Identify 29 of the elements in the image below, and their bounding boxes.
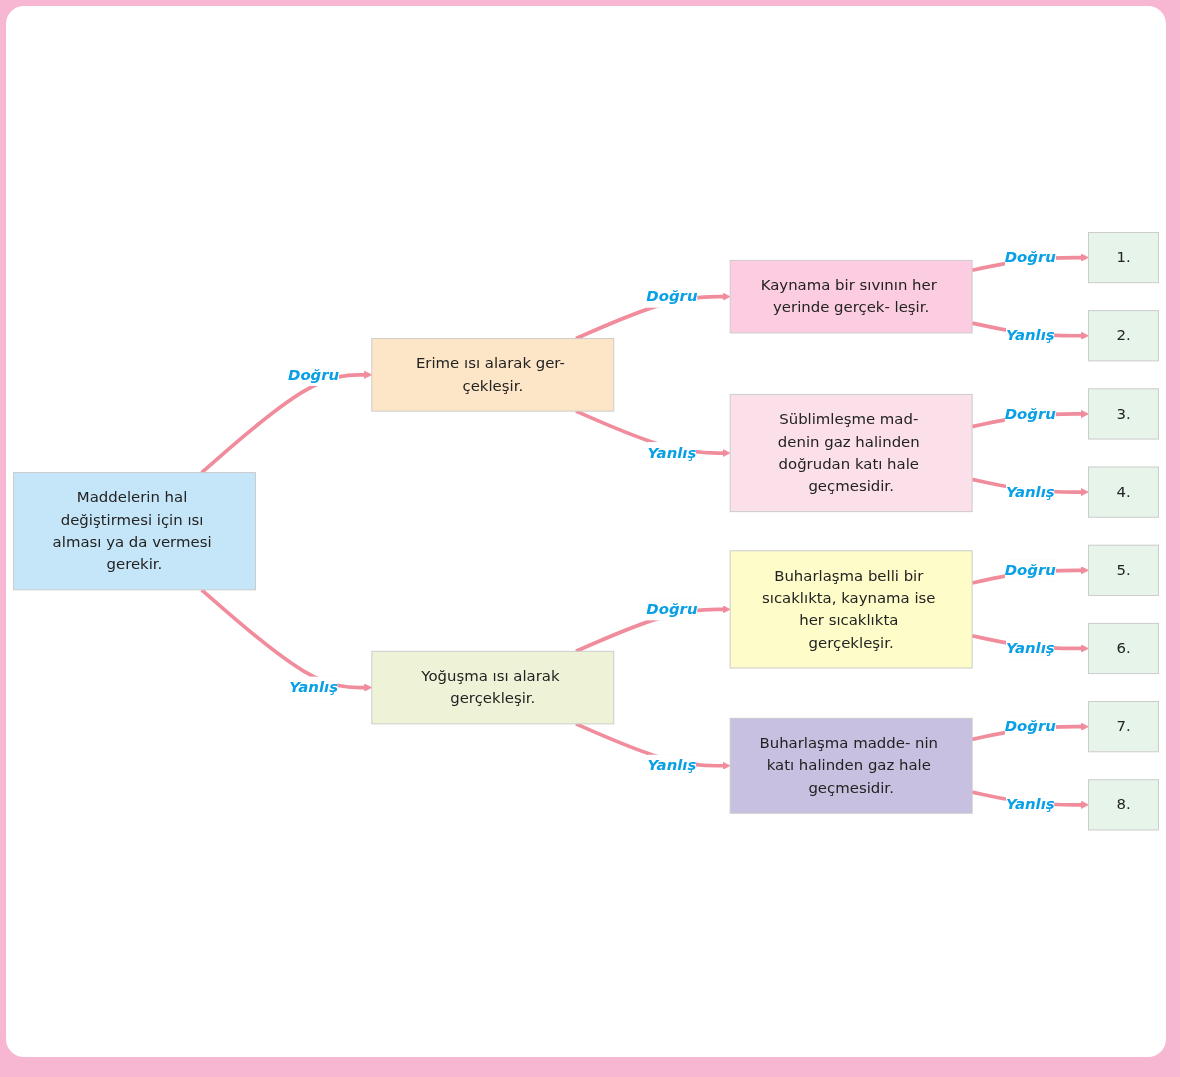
edge-label: Yanlış xyxy=(647,756,697,775)
edge-label: Yanlış xyxy=(647,444,697,462)
node-box: Erime ısı alarak ger- çekleşir. xyxy=(371,338,615,412)
node-box: 2. xyxy=(1088,310,1159,362)
node-box: 4. xyxy=(1088,466,1159,518)
node-box: 7. xyxy=(1088,701,1159,753)
node-box: 1. xyxy=(1088,232,1159,284)
edge-label: Yanlış xyxy=(1005,326,1055,345)
edge-label: Doğru xyxy=(1004,248,1056,267)
edge-label: Yanlış xyxy=(1005,795,1055,814)
node-box: 5. xyxy=(1088,545,1159,597)
edge-label: Doğru xyxy=(288,365,340,384)
node-box: Yoğuşma ısı alarak gerçekleşir. xyxy=(371,651,615,725)
node-box: Buharlaşma madde- nin katı halinden gaz hale geçmesidir. xyxy=(729,718,973,814)
edge-label: Yanlış xyxy=(1005,483,1055,501)
edge-label: Doğru xyxy=(1004,717,1056,736)
edge-label: Yanlış xyxy=(289,678,338,697)
node-box: 3. xyxy=(1088,388,1159,440)
edge-label: Doğru xyxy=(646,287,698,306)
edge-label: Doğru xyxy=(1004,561,1056,579)
node-box: Kaynama bir sıvının her yerinde gerçek- leşir. xyxy=(729,260,973,334)
node-box: Süblimleşme mad- denin gaz halinden doğrudan katı hale geçmesidir. xyxy=(729,394,973,513)
edge-label: Doğru xyxy=(646,600,698,619)
edge-label: Doğru xyxy=(1004,404,1056,423)
node-box: Maddelerin hal değiştirmesi için ısı alması ya da vermesi gerekir. xyxy=(13,472,256,591)
node-box: 8. xyxy=(1088,779,1159,831)
node-box: 6. xyxy=(1088,623,1159,675)
edge-label: Yanlış xyxy=(1005,639,1055,658)
node-box: Buharlaşma belli bir sıcaklıkta, kaynama ise her sıcaklıkta gerçekleşir. xyxy=(729,550,973,669)
